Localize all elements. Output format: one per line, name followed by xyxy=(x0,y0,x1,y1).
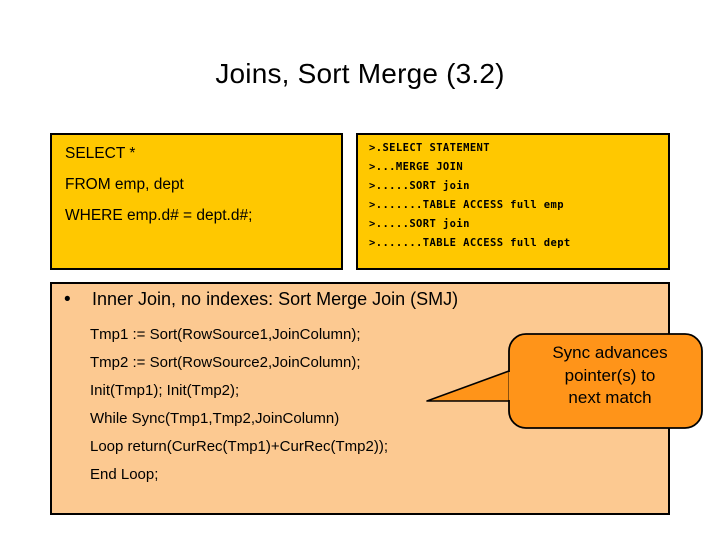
page-title: Joins, Sort Merge (3.2) xyxy=(215,58,505,89)
sql-query-box: SELECT * FROM emp, dept WHERE emp.d# = d… xyxy=(50,133,343,270)
algorithm-line: End Loop; xyxy=(90,466,159,483)
plan-line: >...MERGE JOIN xyxy=(369,161,464,173)
algorithm-panel: • Inner Join, no indexes: Sort Merge Joi… xyxy=(50,282,670,515)
sql-line: WHERE emp.d# = dept.d#; xyxy=(65,207,253,224)
bullet-row: • Inner Join, no indexes: Sort Merge Joi… xyxy=(64,289,654,310)
algorithm-line: Tmp2 := Sort(RowSource2,JoinColumn); xyxy=(90,354,361,371)
sql-line: SELECT * xyxy=(65,145,136,162)
plan-line: >.......TABLE ACCESS full emp xyxy=(369,199,564,211)
algorithm-line: Loop return(CurRec(Tmp1)+CurRec(Tmp2)); xyxy=(90,438,388,455)
plan-line: >.......TABLE ACCESS full dept xyxy=(369,237,571,249)
bullet-dot-icon: • xyxy=(64,289,71,310)
plan-line: >.....SORT join xyxy=(369,218,470,230)
algorithm-line: While Sync(Tmp1,Tmp2,JoinColumn) xyxy=(90,410,340,427)
execution-plan-box: >.SELECT STATEMENT >...MERGE JOIN >.....… xyxy=(356,133,670,270)
sql-line: FROM emp, dept xyxy=(65,176,184,193)
bullet-heading: Inner Join, no indexes: Sort Merge Join … xyxy=(92,289,459,309)
plan-line: >.....SORT join xyxy=(369,180,470,192)
plan-line: >.SELECT STATEMENT xyxy=(369,142,490,154)
algorithm-line: Tmp1 := Sort(RowSource1,JoinColumn); xyxy=(90,326,361,343)
algorithm-line: Init(Tmp1); Init(Tmp2); xyxy=(90,382,240,399)
